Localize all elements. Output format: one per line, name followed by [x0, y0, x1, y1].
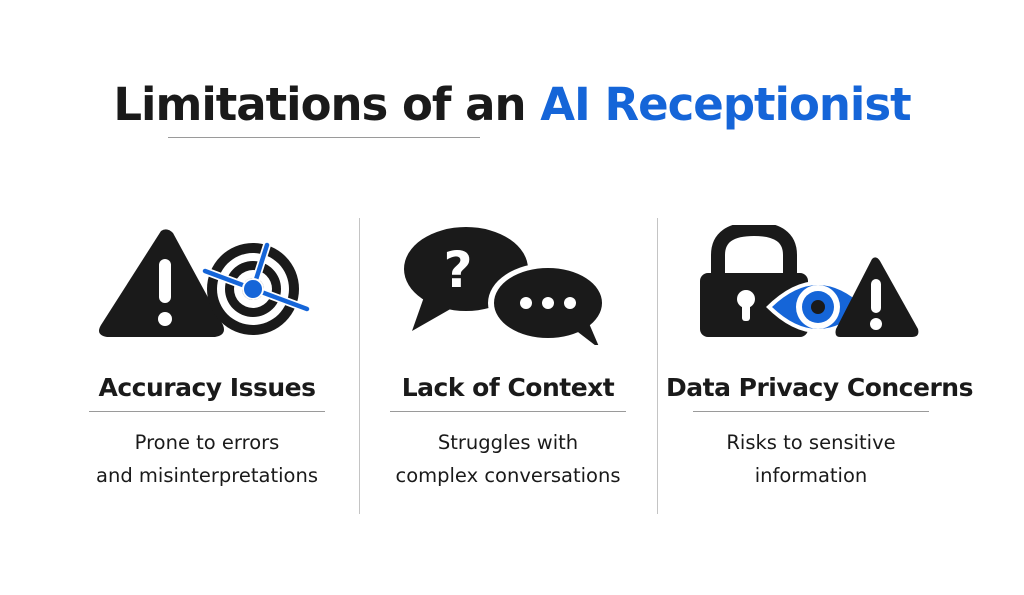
column-divider-1: [359, 218, 360, 514]
accuracy-icons-svg: [99, 229, 311, 337]
column-description: Prone to errors and misinterpretations: [62, 426, 352, 492]
description-line-1: Prone to errors: [134, 431, 280, 454]
column-data-privacy-concerns: Data Privacy Concerns Risks to sensitive…: [666, 215, 973, 492]
column-description: Struggles with complex conversations: [363, 426, 653, 492]
privacy-icons-svg: [700, 225, 919, 337]
column-heading: Lack of Context: [401, 373, 615, 402]
heading-rule: [390, 411, 626, 412]
accuracy-icon-group: [62, 215, 352, 355]
description-line-2: and misinterpretations: [96, 464, 318, 487]
column-heading: Accuracy Issues: [98, 373, 317, 402]
column-accuracy-issues: Accuracy Issues Prone to errors and misi…: [62, 215, 352, 492]
context-icons-svg: ?: [404, 227, 608, 345]
target-icon: [201, 241, 311, 335]
heading-rule: [693, 411, 929, 412]
svg-text:?: ?: [443, 241, 472, 299]
description-line-1: Struggles with: [437, 431, 579, 454]
description-line-2: complex conversations: [395, 464, 621, 487]
description-line-1: Risks to sensitive: [726, 431, 896, 454]
column-heading: Data Privacy Concerns: [666, 373, 973, 402]
ellipsis-bubble-icon: [488, 263, 608, 345]
warning-triangle-icon: [835, 257, 919, 337]
description-line-2: information: [754, 464, 868, 487]
column-divider-2: [657, 218, 658, 514]
heading-rule: [89, 411, 325, 412]
padlock-icon: [700, 225, 808, 337]
title-part-blue: AI Receptionist: [540, 78, 911, 131]
column-description: Risks to sensitive information: [666, 426, 956, 492]
privacy-icon-group: [666, 215, 956, 355]
column-lack-of-context: ? Lack of Context Struggles with complex…: [363, 215, 653, 492]
page-title: Limitations of an AI Receptionist: [0, 78, 1024, 131]
title-underline: [168, 137, 480, 138]
context-icon-group: ?: [363, 215, 653, 355]
title-part-black: Limitations of an: [113, 78, 526, 131]
warning-triangle-icon: [99, 229, 224, 337]
